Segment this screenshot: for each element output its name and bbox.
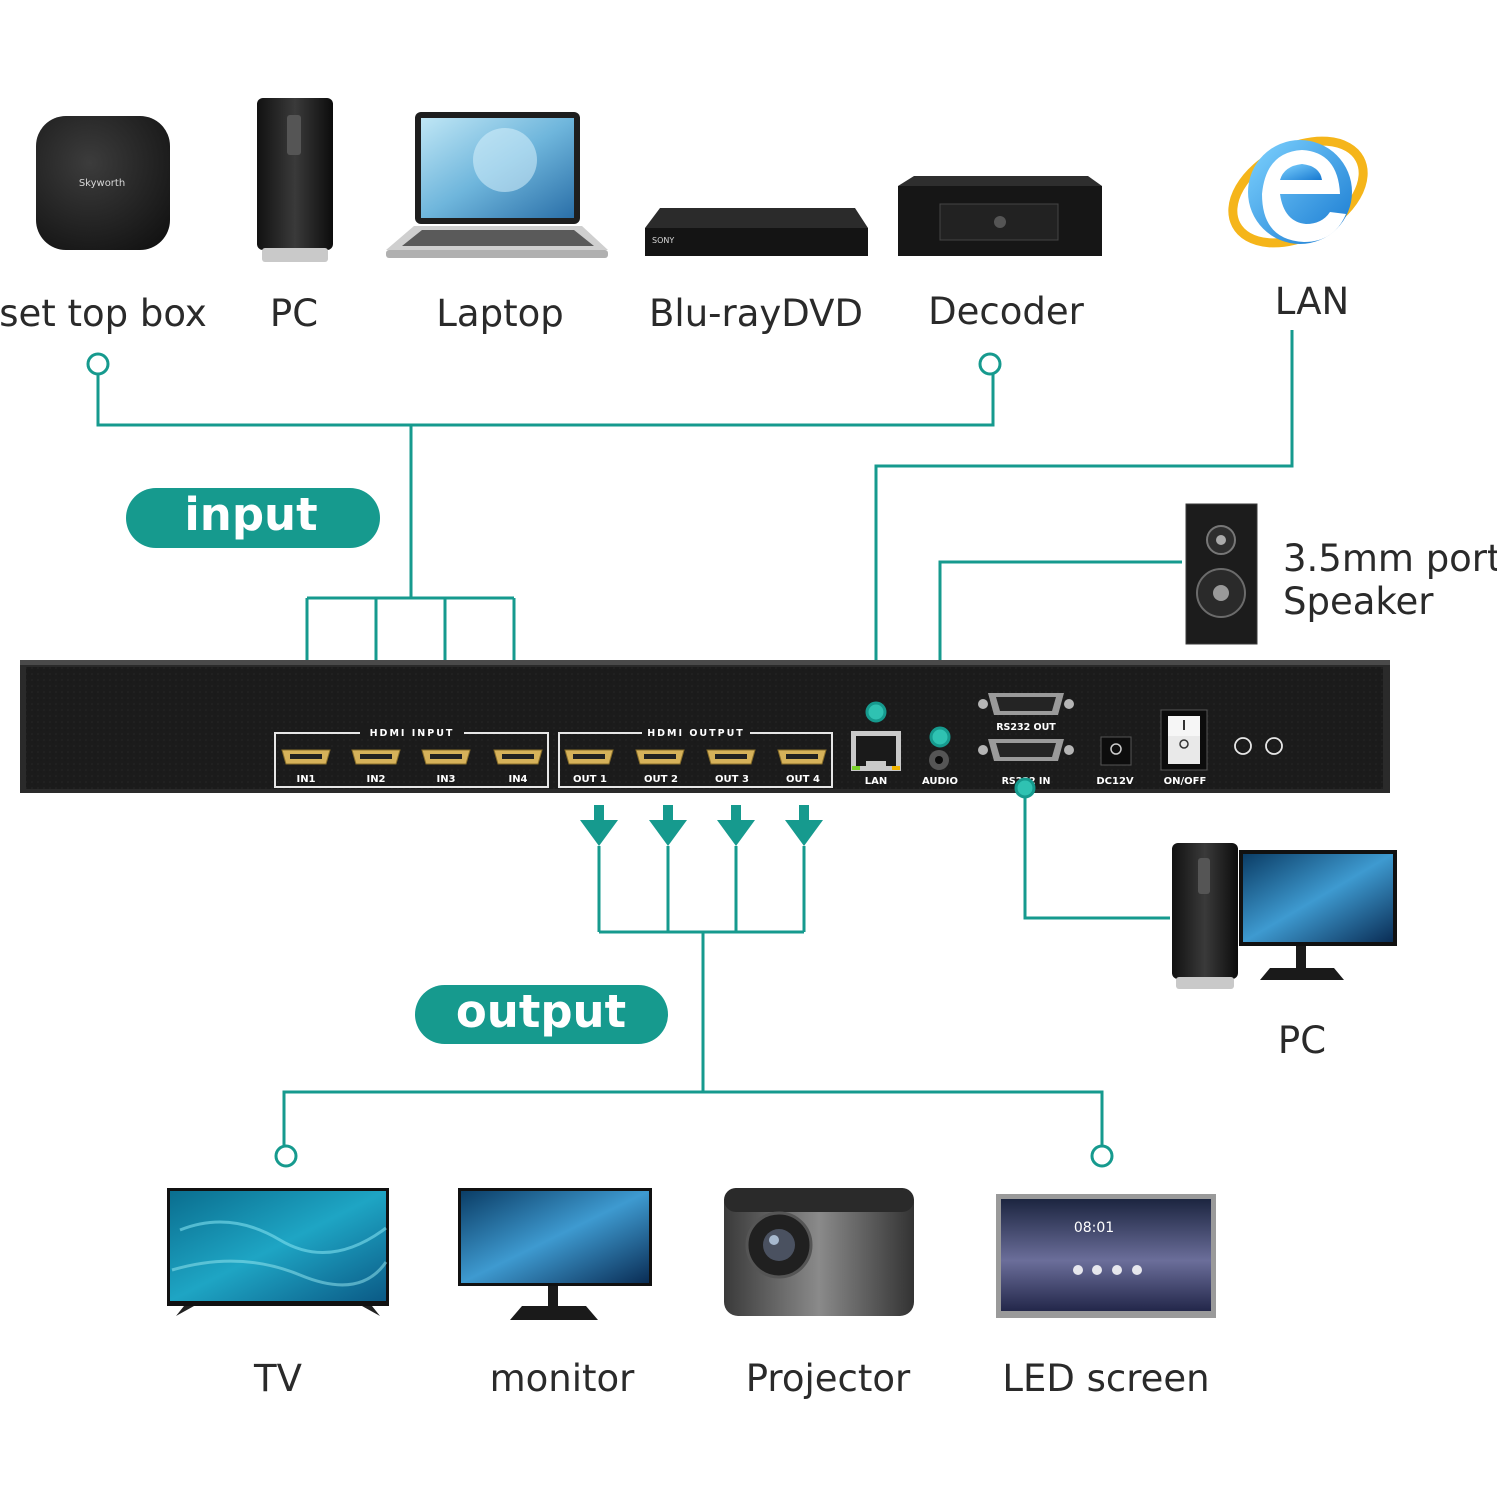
device-label-tv: TV xyxy=(253,1357,302,1400)
panel-connection-dots xyxy=(865,701,1036,799)
port-lan: LAN xyxy=(865,776,887,787)
port-in4: IN4 xyxy=(508,774,527,785)
pc-with-monitor-right xyxy=(1172,843,1397,989)
device-label-decoder: Decoder xyxy=(928,290,1084,333)
lan-connector-line xyxy=(874,330,1294,712)
port-in1: IN1 xyxy=(296,774,315,785)
output-pill: output xyxy=(415,985,668,1044)
device-label-set-top-box: set top box xyxy=(0,292,207,335)
ie-browser-icon xyxy=(1228,136,1368,248)
speaker-label-line1: 3.5mm port xyxy=(1283,537,1497,580)
device-label-projector: Projector xyxy=(746,1357,911,1400)
port-in2: IN2 xyxy=(366,774,385,785)
device-label-led-screen: LED screen xyxy=(1002,1357,1209,1400)
set-top-box-device: Skyworth xyxy=(36,116,170,250)
device-label-monitor: monitor xyxy=(490,1357,636,1400)
speaker-label-line2: Speaker xyxy=(1283,580,1434,623)
monitor-device xyxy=(458,1188,652,1320)
device-label-bluray: Blu-rayDVD xyxy=(649,292,863,335)
speaker-device xyxy=(1185,503,1258,645)
input-connector-lines xyxy=(86,352,1002,690)
power-switch-icon xyxy=(1160,709,1208,771)
port-out3: OUT 3 xyxy=(715,774,749,785)
port-rs232-out: RS232 OUT xyxy=(996,722,1056,733)
input-pill: input xyxy=(126,488,380,548)
pc-tower-top xyxy=(257,98,333,262)
db9-port-icon xyxy=(978,693,1074,761)
device-label-laptop: Laptop xyxy=(436,292,563,335)
port-out4: OUT 4 xyxy=(786,774,820,785)
device-label-pc: PC xyxy=(270,292,318,335)
led-screen-device: 08:01 xyxy=(996,1194,1216,1318)
bluray-player-device: SONY xyxy=(645,208,868,256)
input-pill-label: input xyxy=(184,488,317,541)
output-pill-label: output xyxy=(456,985,626,1038)
laptop-device xyxy=(386,112,608,258)
led-clock: 08:01 xyxy=(1074,1220,1114,1236)
port-in3: IN3 xyxy=(436,774,455,785)
dc-jack-icon xyxy=(1100,736,1132,766)
tv-device xyxy=(167,1188,389,1316)
rj45-port-icon xyxy=(851,731,901,771)
port-out2: OUT 2 xyxy=(644,774,678,785)
rs232-connector-line xyxy=(1023,797,1170,920)
device-label-pc-right: PC xyxy=(1278,1019,1326,1062)
port-dc: DC12V xyxy=(1096,776,1134,787)
port-audio: AUDIO xyxy=(922,776,958,787)
dvd-brand: SONY xyxy=(652,236,674,245)
stb-brand: Skyworth xyxy=(79,178,125,189)
ground-screws-icon xyxy=(1234,737,1283,755)
hdmi-input-caption: HDMI INPUT xyxy=(370,728,455,739)
projector-device xyxy=(724,1188,914,1316)
hdmi-matrix-rear-panel: HDMI INPUT IN1 IN2 IN3 IN4 HDMI OUTPUT xyxy=(20,660,1390,793)
port-out1: OUT 1 xyxy=(573,774,607,785)
hdmi-output-caption: HDMI OUTPUT xyxy=(647,728,745,739)
output-arrows xyxy=(580,805,823,846)
device-label-lan: LAN xyxy=(1275,280,1349,323)
output-connector-lines xyxy=(274,846,1114,1168)
audio-jack-icon xyxy=(929,750,949,770)
decoder-device xyxy=(898,176,1102,256)
port-power: ON/OFF xyxy=(1164,776,1207,787)
